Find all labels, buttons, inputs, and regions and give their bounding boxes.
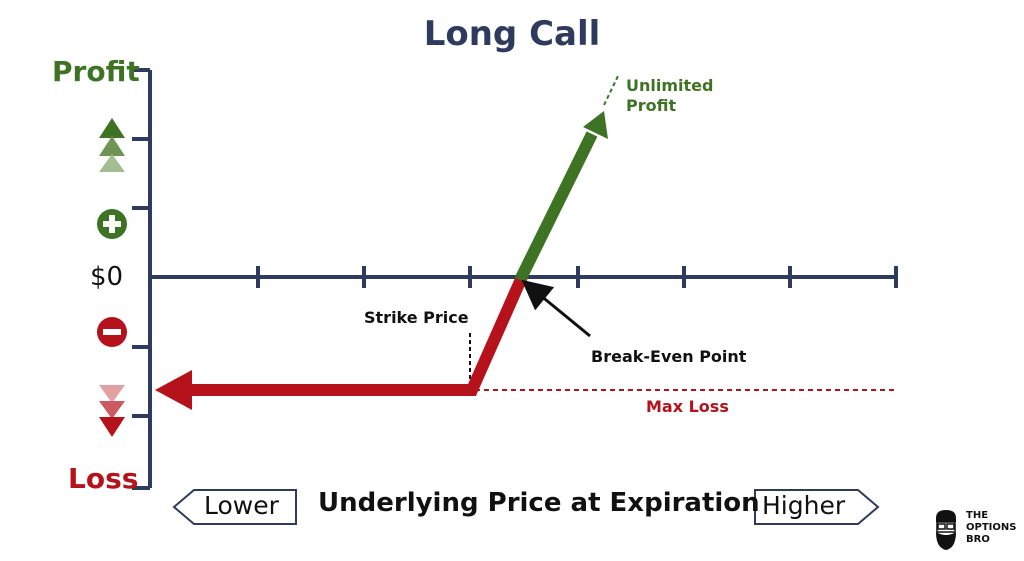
y-axis-profit-label: Profit [52, 55, 140, 88]
plus-circle-icon [97, 209, 127, 239]
higher-label-box [754, 489, 880, 525]
logo-line2: OPTIONS [966, 522, 1017, 533]
options-bro-logo: THE OPTIONS BRO [930, 508, 1020, 552]
minus-circle-icon [97, 317, 127, 347]
break-even-pointer [521, 279, 591, 338]
logo-text: THE OPTIONS BRO [966, 510, 1016, 546]
logo-line1: THE [966, 510, 989, 521]
unlimited-profit-line [603, 73, 620, 106]
break-even-label: Break-Even Point [591, 347, 747, 366]
unlimited-profit-label-line2: Profit [626, 96, 677, 115]
unlimited-profit-label-line1: Unlimited [626, 76, 714, 95]
max-loss-label: Max Loss [646, 397, 729, 416]
x-axis-lower-label: Lower [204, 491, 279, 520]
x-axis-ticks [256, 266, 898, 288]
x-axis-title: Underlying Price at Expiration [318, 488, 760, 518]
logo-line3: BRO [966, 534, 990, 545]
zero-label: $0 [90, 262, 124, 292]
payoff-profit-segment [514, 131, 598, 283]
y-axis-loss-label: Loss [68, 462, 139, 495]
payoff-profit-arrowhead [583, 111, 608, 139]
loss-arrows-icon [99, 385, 125, 437]
payoff-loss-arrowhead [155, 370, 192, 410]
strike-price-label: Strike Price [364, 308, 469, 327]
profit-arrows-icon [99, 118, 125, 172]
bearded-face-icon [936, 510, 956, 550]
lower-label-box [172, 489, 297, 525]
y-axis-ticks [132, 68, 150, 490]
payoff-loss-segment [188, 274, 528, 396]
chart-title: Long Call [423, 14, 601, 54]
x-axis-higher-label: Higher [762, 491, 846, 520]
